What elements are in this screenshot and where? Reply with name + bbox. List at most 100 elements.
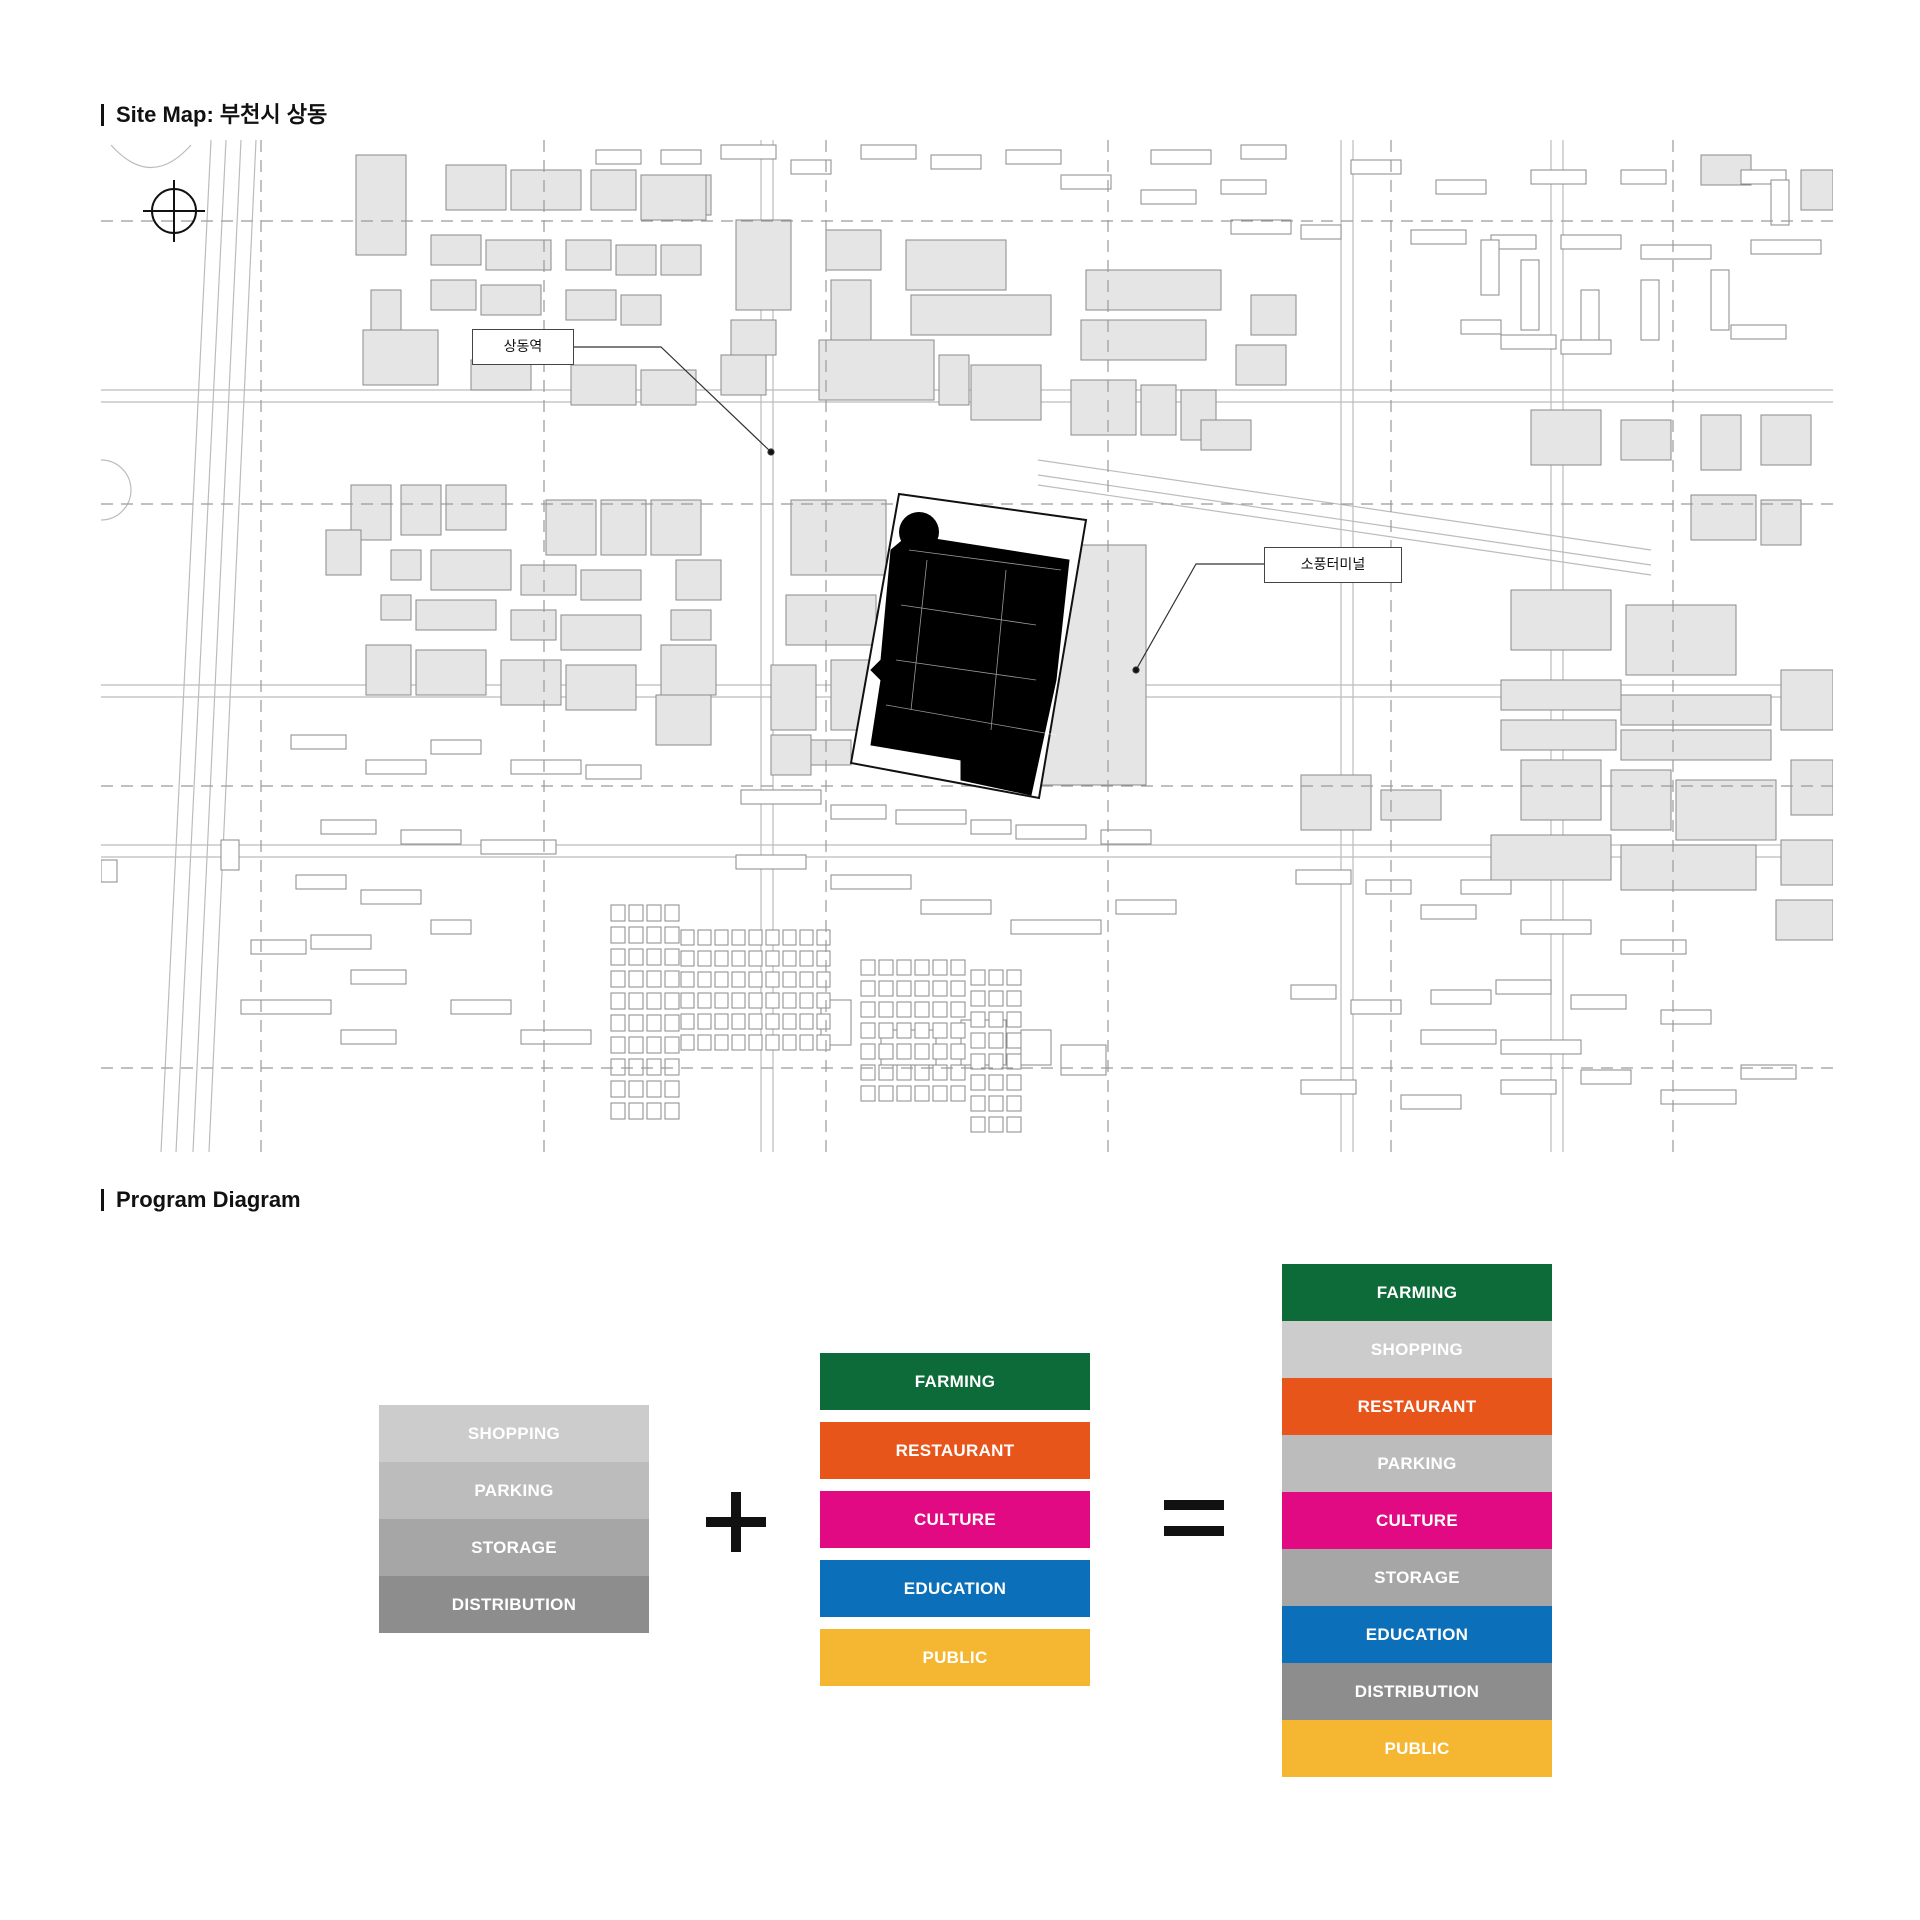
parking-stall: [799, 992, 814, 1009]
parking-stall: [950, 1001, 966, 1018]
parking-stall: [932, 1064, 948, 1081]
parking-stall: [1006, 969, 1022, 986]
parking-stall: [950, 1043, 966, 1060]
parking-stall: [782, 1013, 797, 1030]
parking-stall: [714, 950, 729, 967]
parking-stall: [680, 950, 695, 967]
parking-stall: [988, 1011, 1004, 1028]
parking-stall: [914, 1001, 930, 1018]
parking-stall: [950, 980, 966, 997]
parking-stall: [970, 1116, 986, 1133]
parking-stall: [697, 1034, 712, 1051]
parking-stall: [970, 1032, 986, 1049]
parking-stall: [970, 1095, 986, 1112]
parking-stall: [748, 1034, 763, 1051]
parking-stall: [680, 971, 695, 988]
parking-stall: [860, 959, 876, 976]
parking-stall: [680, 929, 695, 946]
parking-stall: [878, 1064, 894, 1081]
parking-stall: [680, 1034, 695, 1051]
parking-stall: [1006, 1011, 1022, 1028]
parking-stall: [748, 1013, 763, 1030]
parking-stall: [988, 1032, 1004, 1049]
parking-stall: [914, 1022, 930, 1039]
parking-stall: [628, 948, 644, 966]
parking-stall: [765, 1013, 780, 1030]
reference-grid-lines: [101, 140, 1833, 1152]
parking-stall: [970, 1053, 986, 1070]
existing-program-stack: SHOPPING PARKING STORAGE DISTRIBUTION: [379, 1405, 649, 1633]
parking-stall: [782, 1034, 797, 1051]
parking-stall: [896, 959, 912, 976]
parking-stall: [988, 1116, 1004, 1133]
program-block: SHOPPING: [379, 1405, 649, 1462]
parking-stall: [860, 1085, 876, 1102]
parking-stall: [628, 970, 644, 988]
program-block: EDUCATION: [1282, 1606, 1552, 1663]
result-program-stack: FARMING SHOPPING RESTAURANT PARKING CULT…: [1282, 1264, 1552, 1777]
heading-bar: [101, 1189, 104, 1211]
program-block: PUBLIC: [1282, 1720, 1552, 1777]
program-block: FARMING: [820, 1353, 1090, 1410]
parking-stall: [714, 929, 729, 946]
parking-stall: [628, 1058, 644, 1076]
parking-stall: [896, 980, 912, 997]
parking-stall: [697, 929, 712, 946]
parking-stall: [782, 971, 797, 988]
program-block: STORAGE: [1282, 1549, 1552, 1606]
parking-stall: [970, 1074, 986, 1091]
parking-stall: [782, 929, 797, 946]
parking-stall: [970, 1011, 986, 1028]
parking-stall: [816, 950, 831, 967]
program-block: CULTURE: [1282, 1492, 1552, 1549]
parking-stall: [950, 1064, 966, 1081]
plus-icon: [706, 1492, 766, 1552]
parking-stall: [878, 959, 894, 976]
parking-stall: [914, 1064, 930, 1081]
parking-stall: [1006, 1095, 1022, 1112]
parking-stall: [680, 1013, 695, 1030]
parking-stall: [970, 990, 986, 1007]
parking-stall: [697, 971, 712, 988]
parking-stall: [646, 948, 662, 966]
parking-stall: [610, 1036, 626, 1054]
parking-stall: [714, 1034, 729, 1051]
parking-stall: [878, 980, 894, 997]
program-block: CULTURE: [820, 1491, 1090, 1548]
parking-stall: [816, 1013, 831, 1030]
station-label: 상동역: [472, 329, 574, 365]
parking-stall: [664, 926, 680, 944]
parking-stall: [799, 1034, 814, 1051]
parking-stall: [932, 1043, 948, 1060]
program-block: RESTAURANT: [820, 1422, 1090, 1479]
parking-stall: [799, 971, 814, 988]
parking-stall: [765, 992, 780, 1009]
parking-stall: [878, 1022, 894, 1039]
parking-stall: [816, 992, 831, 1009]
parking-stall: [896, 1043, 912, 1060]
added-program-stack: FARMING RESTAURANT CULTURE EDUCATION PUB…: [820, 1353, 1090, 1698]
site-map-drawing: [101, 140, 1833, 1152]
parking-stall: [1006, 990, 1022, 1007]
program-block: DISTRIBUTION: [379, 1576, 649, 1633]
parking-stall: [896, 1085, 912, 1102]
heading-bar: [101, 104, 104, 126]
parking-stall: [610, 970, 626, 988]
parking-stall: [646, 1036, 662, 1054]
parking-stall: [610, 904, 626, 922]
program-block: PARKING: [379, 1462, 649, 1519]
parking-stall: [932, 1001, 948, 1018]
program-diagram-heading: Program Diagram: [101, 1187, 301, 1213]
parking-lot-grid: [610, 904, 1022, 1133]
terminal-label: 소풍터미널: [1264, 547, 1402, 583]
parking-stall: [714, 971, 729, 988]
project-site: [849, 492, 1088, 800]
parking-stall: [628, 1014, 644, 1032]
parking-stall: [782, 992, 797, 1009]
parking-stall: [816, 929, 831, 946]
site-map: 상동역 소풍터미널: [101, 140, 1833, 1152]
parking-stall: [988, 990, 1004, 1007]
parking-stall: [664, 1036, 680, 1054]
parking-stall: [782, 950, 797, 967]
parking-stall: [731, 992, 746, 1009]
